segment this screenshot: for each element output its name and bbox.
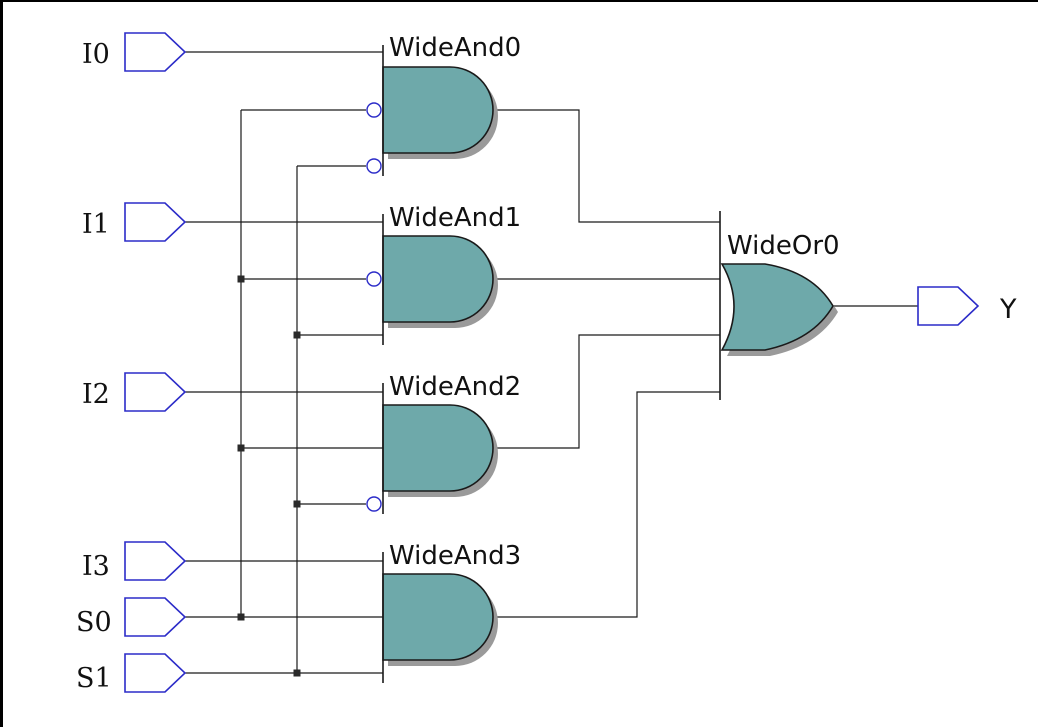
and-gate-body: [382, 66, 494, 154]
input-port-i1[interactable]: I1: [82, 202, 187, 242]
input-port-shape: [124, 202, 187, 242]
or-gate-body: [720, 263, 834, 351]
input-port-i2[interactable]: I2: [82, 372, 187, 412]
and-gate-2[interactable]: WideAnd2: [366, 372, 521, 514]
and-gate-body: [382, 235, 494, 323]
input-port-shape: [124, 372, 187, 412]
junction-dot: [237, 613, 245, 621]
wire-and3-or: [495, 391, 720, 618]
junction-dot: [293, 500, 301, 508]
output-port-shape: [917, 286, 980, 326]
wire-and0-or: [495, 109, 720, 223]
junction-dot: [237, 444, 245, 452]
input-port-label: I3: [82, 551, 110, 582]
input-port-i0[interactable]: I0: [82, 32, 187, 72]
inverter-bubble: [366, 271, 382, 287]
input-port-i3[interactable]: I3: [82, 541, 187, 582]
and-gate-3[interactable]: WideAnd3: [382, 541, 521, 683]
junctions: [237, 275, 301, 677]
input-port-shape: [124, 541, 187, 581]
input-port-shape: [124, 597, 187, 637]
and-gate-label: WideAnd2: [389, 372, 521, 402]
input-port-label: I0: [82, 39, 110, 70]
and-gate-1[interactable]: WideAnd1: [366, 203, 521, 345]
input-port-label: I1: [82, 209, 110, 240]
and-gate-body: [382, 573, 494, 661]
inverter-bubble: [366, 102, 382, 118]
wire-and2-or: [495, 334, 720, 449]
junction-dot: [293, 669, 301, 677]
and-gate-label: WideAnd3: [389, 541, 521, 571]
input-port-label: I2: [82, 379, 110, 410]
input-port-s0[interactable]: S0: [76, 597, 187, 638]
output-port-label: Y: [999, 294, 1017, 325]
input-port-label: S1: [76, 663, 112, 694]
input-port-shape: [124, 32, 187, 72]
inverter-bubble: [366, 496, 382, 512]
output-port-y[interactable]: Y: [917, 286, 1017, 326]
inverter-bubble: [366, 158, 382, 174]
input-port-shape: [124, 653, 187, 693]
wires: [185, 51, 918, 674]
and-gate-label: WideAnd1: [389, 203, 521, 233]
and-gate-label: WideAnd0: [389, 33, 521, 63]
or-gate-0[interactable]: WideOr0: [719, 211, 840, 400]
junction-dot: [293, 331, 301, 339]
or-gate-label: WideOr0: [727, 231, 840, 261]
and-gate-body: [382, 404, 494, 492]
input-port-label: S0: [76, 607, 112, 638]
and-gate-0[interactable]: WideAnd0: [366, 33, 521, 176]
input-port-s1[interactable]: S1: [76, 653, 187, 694]
junction-dot: [237, 275, 245, 283]
